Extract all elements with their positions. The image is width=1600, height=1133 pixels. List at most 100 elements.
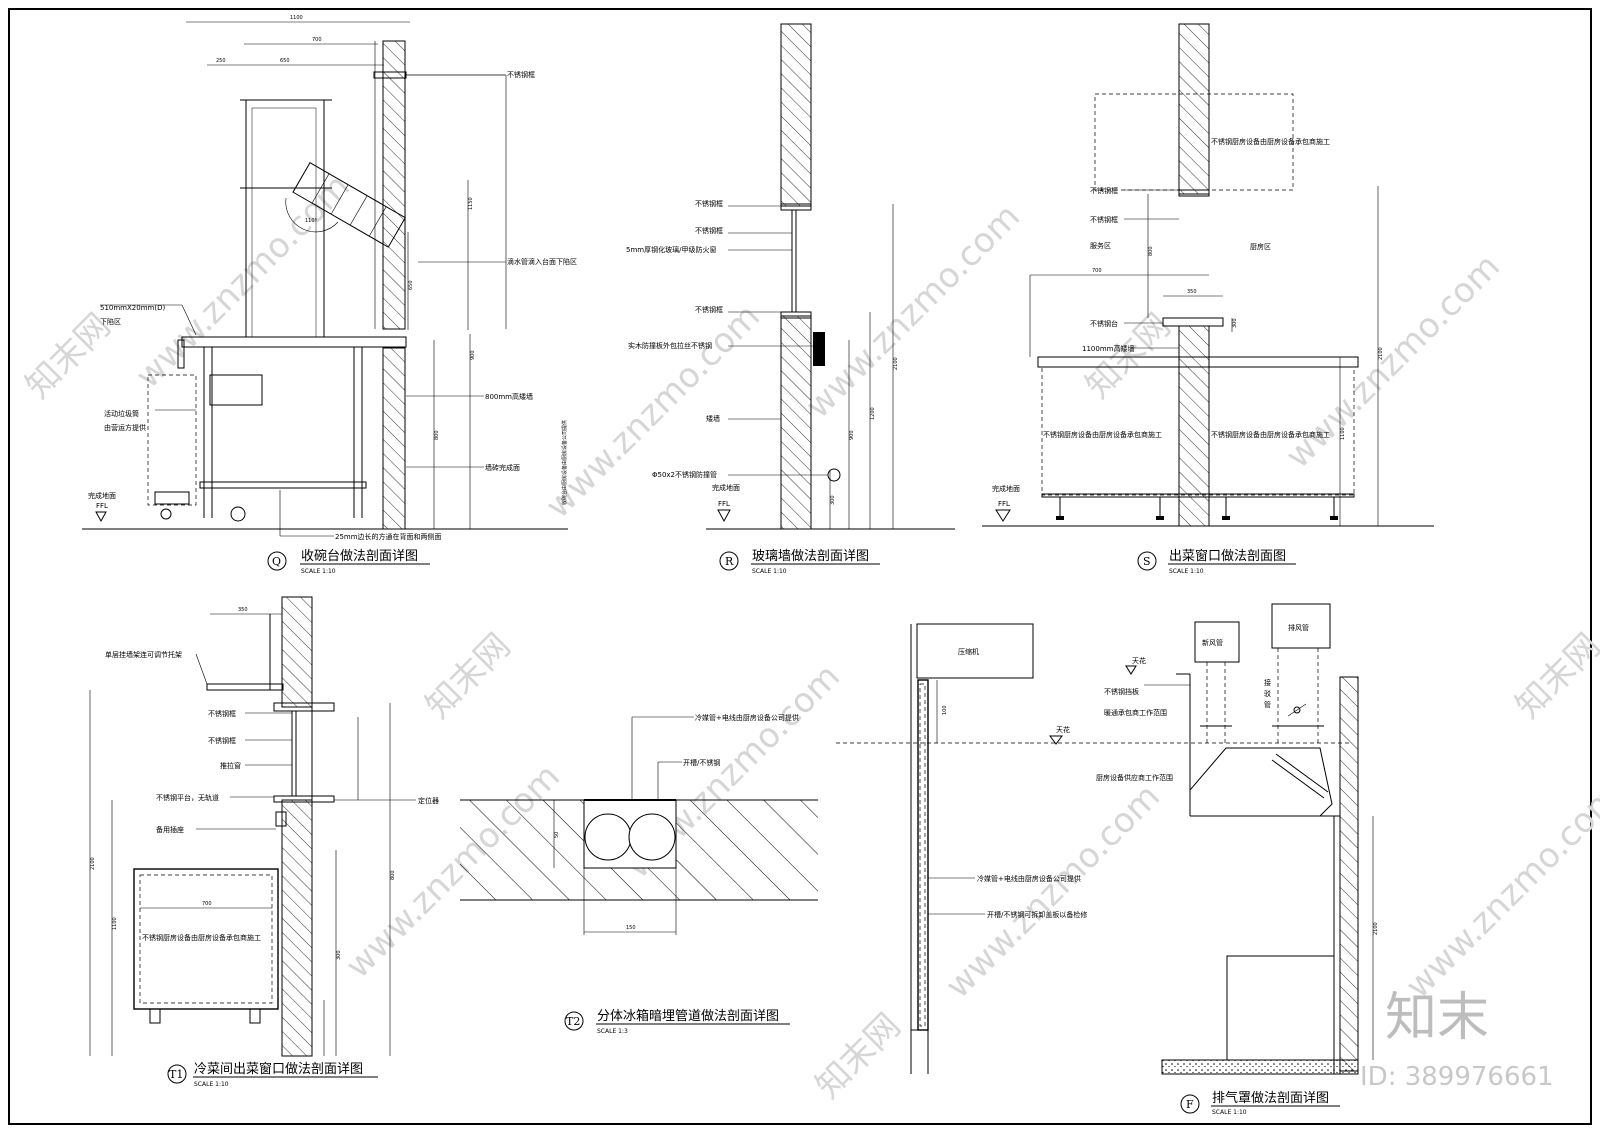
r-label-floor: 完成地面 <box>712 483 740 492</box>
watermark-logo: 知末网 <box>418 626 518 726</box>
q-label-bin-1: 活动垃圾筒 <box>104 409 139 418</box>
t1-scale: SCALE 1:10 <box>194 1081 229 1088</box>
watermark-site-text: www.znzmo.com <box>798 196 1028 426</box>
panel-t1: 350 700 2100 1100 800 300 单层挂墙架连可调节托架 不锈… <box>89 596 439 1088</box>
watermark-logo: 知末网 <box>1508 626 1600 726</box>
q-label-recess-2: 下陷区 <box>100 317 121 326</box>
t1-label-socket: 备用插座 <box>156 825 184 834</box>
watermark-site-text: www.znzmo.com <box>1278 246 1508 476</box>
f-scale: SCALE 1:10 <box>1212 1109 1247 1116</box>
s-label-counter: 不锈钢台 <box>1090 319 1118 328</box>
q-tag: Q <box>272 555 281 568</box>
q-label-frame: 不锈钢框 <box>507 70 535 79</box>
t1-label-equip: 不锈钢厨房设备由厨房设备承包商施工 <box>142 933 261 942</box>
t2-scale: SCALE 1:3 <box>597 1028 628 1035</box>
panel-s: 700 350 2100 800 1100 300 不锈钢厨房设备由厨房设备承包… <box>982 23 1434 575</box>
dim-t2-w: 150 <box>626 925 636 931</box>
s-tag: S <box>1143 555 1151 568</box>
r-label-glass: 5mm厚钢化玻璃/甲级防火窗 <box>626 245 716 254</box>
r-label-frame1: 不锈钢框 <box>695 199 723 208</box>
f-label-baffle: 不锈钢挡板 <box>1104 687 1139 696</box>
dim-q-d2: 650 <box>280 58 290 64</box>
r-label-frame2: 不锈钢框 <box>695 226 723 235</box>
r-label-pipe: Φ50x2不锈钢防撞管 <box>652 470 717 479</box>
q-label-floor: 完成地面 <box>88 491 116 500</box>
f-label-joint-3: 管 <box>1264 700 1271 709</box>
q-label-bin-2: 由营运方提供 <box>104 423 146 432</box>
s-label-frame1: 不锈钢框 <box>1090 186 1118 195</box>
q-scale: SCALE 1:10 <box>301 568 336 575</box>
t1-label-frame1: 不锈钢框 <box>208 709 236 718</box>
dim-q-d1: 250 <box>216 58 226 64</box>
r-label-wall: 矮墙 <box>706 414 720 423</box>
t1-title: 冷菜间出菜窗口做法剖面详图 <box>194 1061 363 1077</box>
dim-q-h2: 650 <box>408 280 414 290</box>
f-title: 排气罩做法剖面详图 <box>1212 1090 1329 1106</box>
dim-t1-h1: 2100 <box>90 857 96 870</box>
panel-f: 新风管 排风管 天花 天花 2100 不锈钢挡板 暖通承包商工 <box>1030 603 1379 1116</box>
s-label-floor: 完成地面 <box>992 484 1020 493</box>
r-tag: R <box>725 555 734 568</box>
t1-label-frame2: 不锈钢框 <box>208 736 236 745</box>
u-label-pipe: 冷媒管+电线由厨房设备公司提供 <box>977 874 1081 883</box>
r-scale: SCALE 1:10 <box>752 568 787 575</box>
dim-q-top: 1100 <box>290 15 303 21</box>
dim-q-h4: 800 <box>434 430 440 440</box>
panel-r: 2100 1200 900 300 不锈钢框 不锈钢框 5mm厚钢化玻璃/甲级防… <box>626 23 955 575</box>
q-label-drain: 滴水管滴入台面下陷区 <box>507 257 577 266</box>
f-label-fresh: 新风管 <box>1202 638 1223 647</box>
dim-s-h1: 2100 <box>1378 347 1384 360</box>
watermark-logo: 知末网 <box>808 1006 908 1106</box>
t1-label-shelf: 单层挂墙架连可调节托架 <box>105 650 182 659</box>
r-label-ffl: FFL <box>718 500 730 508</box>
s-label-service: 服务区 <box>1090 241 1111 250</box>
watermark-id: ID: 389976661 <box>1360 1062 1554 1092</box>
q-label-tile: 墙砖完成面 <box>485 463 520 472</box>
f-label-ceiling1: 天花 <box>1132 656 1146 665</box>
dim-s-w2: 350 <box>1187 289 1197 295</box>
s-label-wall: 1100mm高矮墙 <box>1082 344 1134 353</box>
t1-label-platform: 不锈钢平台，无轨道 <box>156 793 219 802</box>
f-label-ceiling2: 天花 <box>1056 725 1070 734</box>
s-title: 出菜窗口做法剖面图 <box>1169 548 1286 564</box>
dim-r-h3: 900 <box>849 430 855 440</box>
dim-u-h: 100 <box>942 705 948 715</box>
s-label-equip-right: 不锈钢厨房设备由厨房设备承包商施工 <box>1211 430 1330 439</box>
f-label-joint-2: 驳 <box>1264 690 1271 698</box>
dim-t2-h: 50 <box>554 832 560 838</box>
r-label-frame3: 不锈钢框 <box>695 305 723 314</box>
dim-t1-h2: 1100 <box>112 917 118 930</box>
q-label-tube: 25mm边长的方通在背面和两侧面 <box>335 532 442 541</box>
s-label-equip-left: 不锈钢厨房设备由厨房设备承包商施工 <box>1043 430 1162 439</box>
t2-label-pipe: 冷媒管+电线由厨房设备公司提供 <box>695 713 799 722</box>
f-label-exhaust: 排风管 <box>1288 623 1309 632</box>
s-label-ffl: FFL <box>998 500 1010 508</box>
sheet-border <box>8 8 1592 1125</box>
watermark-layer: www.znzmo.com www.znzmo.com www.znzmo.co… <box>18 166 1600 1106</box>
t1-label-locator: 定位器 <box>418 796 439 805</box>
angle-label: 110° <box>305 218 318 224</box>
dim-s-w1: 700 <box>1092 268 1102 274</box>
f-tag: F <box>1186 1098 1194 1111</box>
q-title: 收碗台做法剖面详图 <box>301 548 418 564</box>
watermark-site-text: www.znzmo.com <box>938 776 1168 1006</box>
dim-q-h3: 900 <box>470 350 476 360</box>
dim-t1-w2: 700 <box>202 901 212 907</box>
watermark-site-text: www.znzmo.com <box>128 166 358 396</box>
dim-s-h2: 800 <box>1148 246 1154 256</box>
r-title: 玻璃墙做法剖面详图 <box>752 549 869 564</box>
watermark-brand: 知末 <box>1385 988 1489 1048</box>
t1-tag: T1 <box>169 1068 183 1081</box>
s-label-frame2: 不锈钢框 <box>1090 215 1118 224</box>
f-label-joint-1: 接 <box>1264 678 1271 687</box>
dim-q-d4: 700 <box>312 37 322 43</box>
q-label-wall: 800mm高矮墙 <box>485 392 533 401</box>
dim-r-h4: 300 <box>830 495 836 505</box>
panel-q: 110° 1100 250 650 700 1150 650 800 900 <box>82 15 577 575</box>
s-label-equip-top: 不锈钢厨房设备由厨房设备承包商施工 <box>1211 137 1330 146</box>
t2-tag: T2 <box>566 1015 580 1028</box>
t1-label-window: 推拉窗 <box>220 761 241 770</box>
r-label-wood: 实木防撞板外包拉丝不锈钢 <box>628 341 712 350</box>
u-label-compressor: 压缩机 <box>958 647 979 656</box>
